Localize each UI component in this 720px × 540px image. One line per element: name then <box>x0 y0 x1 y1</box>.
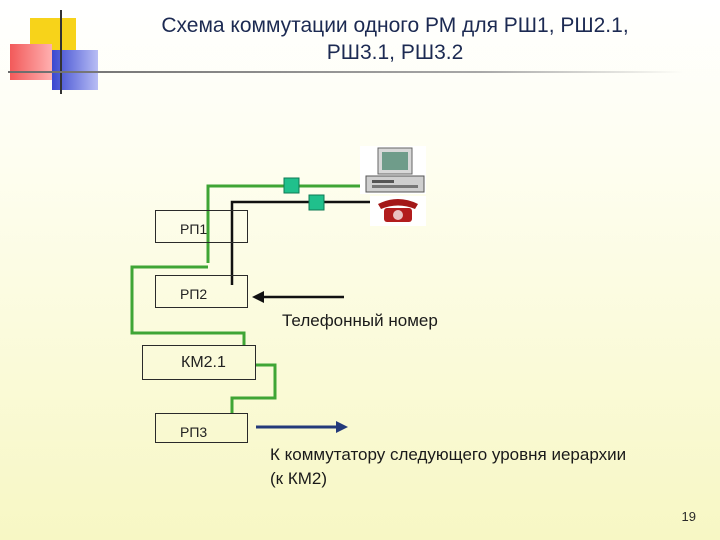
node-km21: КМ2.1 <box>142 345 256 380</box>
deco-square-blue <box>52 50 98 90</box>
node-km21-label: КМ2.1 <box>181 354 226 371</box>
title-underline <box>8 71 684 73</box>
next-level-arrowhead <box>336 421 348 433</box>
next-level-label-line-2: (к КМ2) <box>270 469 328 488</box>
corner-decoration <box>0 0 110 95</box>
black-wire-phone <box>230 200 370 285</box>
green-wires <box>130 184 360 413</box>
green-wire-top <box>206 184 360 263</box>
node-rp3: РП3 <box>155 413 248 443</box>
node-rp1-label: РП1 <box>180 221 208 237</box>
next-level-label-line-1: К коммутатору следующего уровня иерархии <box>270 445 627 464</box>
jack-green-2 <box>308 194 325 211</box>
node-rp2: РП2 <box>155 275 248 308</box>
green-wire-km <box>230 363 277 413</box>
computer-icon <box>360 146 426 194</box>
jack-green-1 <box>283 177 300 194</box>
node-rp1: РП1 <box>155 210 248 243</box>
node-rp3-label: РП3 <box>180 424 208 440</box>
phone-number-arrowhead <box>252 291 264 303</box>
black-wires <box>230 200 370 285</box>
green-wire-left <box>130 265 246 345</box>
node-rp2-label: РП2 <box>180 286 208 302</box>
slide-title: Схема коммутации одного РМ для РШ1, РШ2.… <box>110 12 680 66</box>
deco-vertical-line <box>60 10 62 94</box>
title-line-2: РШ3.1, РШ3.2 <box>326 41 464 64</box>
phone-number-label: Телефонный номер <box>282 311 438 330</box>
telephone-icon <box>370 196 426 226</box>
title-line-1: Схема коммутации одного РМ для РШ1, РШ2.… <box>161 14 629 37</box>
deco-square-red <box>10 44 52 80</box>
page-number: 19 <box>681 509 696 524</box>
